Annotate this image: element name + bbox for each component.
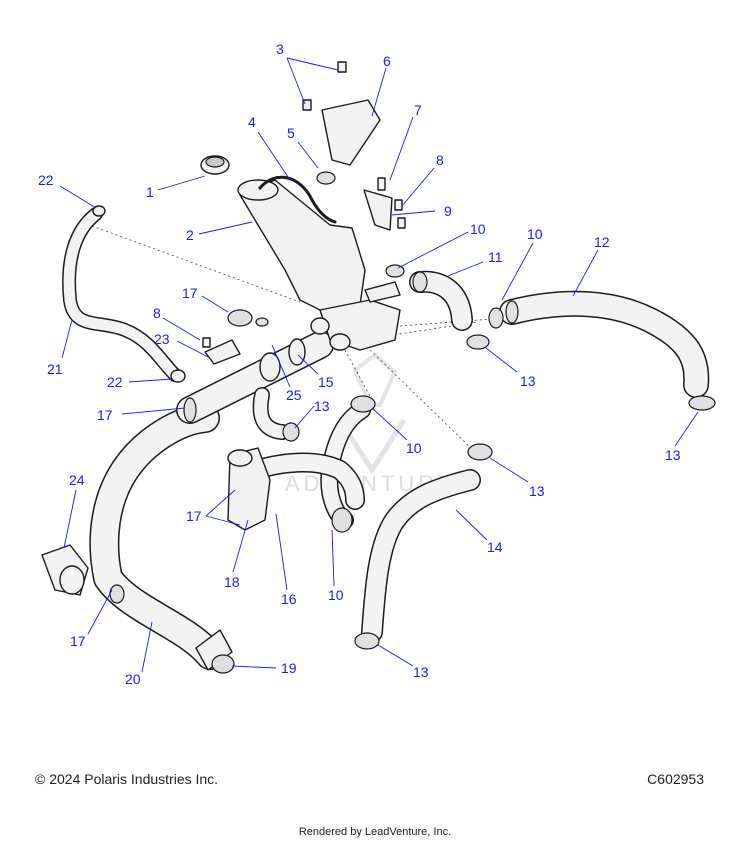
callout-17: 17 [182,285,198,301]
callout-17: 17 [97,407,113,423]
callout-19: 19 [281,660,297,676]
callout-5: 5 [287,125,295,141]
callout-11: 11 [488,249,503,265]
callout-4: 4 [248,114,256,130]
callout-20: 20 [125,671,141,687]
callout-2: 2 [186,227,194,243]
hose-20 [89,403,233,671]
fasteners [92,61,406,383]
watermark: ADVENTURE [285,352,453,496]
callout-8: 8 [436,152,444,168]
parts-diagram: ADVENTURE [38,41,716,687]
hose-25 [252,387,290,440]
callout-25: 25 [286,387,302,403]
callout-16: 16 [281,591,297,607]
copyright-text: © 2024 Polaris Industries Inc. [35,771,219,787]
bracket-23 [204,339,241,365]
hose-14 [361,469,481,643]
callout-14: 14 [487,539,503,555]
callout-10: 10 [328,587,344,603]
callout-10: 10 [527,226,543,242]
bracket-6 [321,99,381,166]
bottle-18 [227,447,271,531]
callout-13: 13 [520,373,536,389]
callout-24: 24 [69,472,85,488]
callout-15: 15 [318,374,334,390]
callout-13: 13 [665,447,681,463]
hose-clamps [109,171,716,674]
callout-1: 1 [146,184,154,200]
cap-1 [200,155,230,175]
hose-12 [499,290,710,398]
pipe-15 [176,331,334,424]
callout-22: 22 [38,172,54,188]
callout-17: 17 [186,508,202,524]
leader-lines [59,57,699,673]
callout-13: 13 [314,398,330,414]
fitting-24 [41,544,89,596]
reference-lines [91,225,506,453]
callout-22: 22 [107,374,123,390]
callout-6: 6 [383,53,391,69]
callout-9: 9 [444,203,452,219]
callout-8: 8 [153,305,161,321]
callout-numbers: 3 6 4 5 7 8 22 1 9 2 10 10 12 11 17 8 23… [38,41,681,687]
diagram-code: C602953 [647,771,704,787]
callout-18: 18 [224,574,240,590]
callout-17: 17 [70,633,86,649]
callout-3: 3 [276,41,284,57]
bracket-9 [363,189,393,231]
callout-13: 13 [529,483,545,499]
hose-16 [245,452,365,510]
coolant-tank-2 [237,179,401,351]
callout-21: 21 [47,361,63,377]
callout-23: 23 [154,331,170,347]
callout-10: 10 [406,440,422,456]
tube-4 [258,175,337,224]
rendered-by-text: Rendered by LeadVenture, Inc. [298,826,452,838]
callout-12: 12 [594,234,610,250]
callout-13: 13 [413,664,429,680]
hose-21 [62,207,182,382]
callout-10: 10 [470,221,486,237]
callout-7: 7 [414,102,422,118]
